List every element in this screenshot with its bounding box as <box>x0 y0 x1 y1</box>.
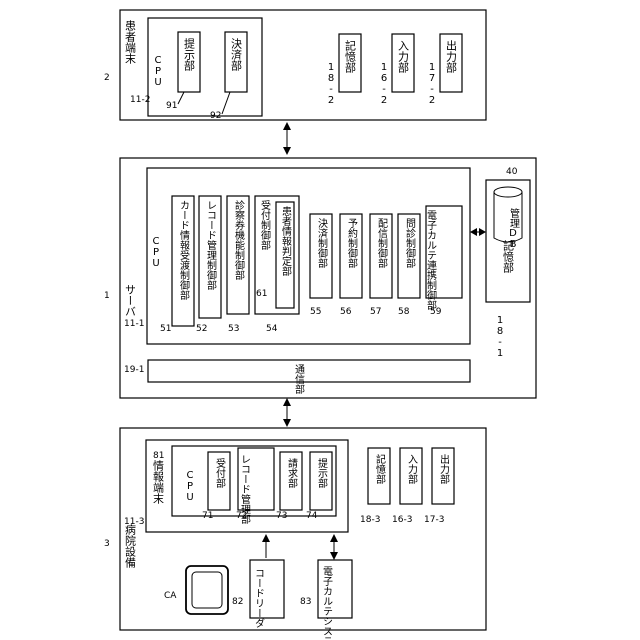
record-management-control-ref: 52 <box>196 324 207 334</box>
emr-system-label: 電子カルテシステム <box>321 566 333 640</box>
hospital-presentation-unit-label: 提示部 <box>316 458 328 489</box>
consultation-card-control-ref: 53 <box>228 324 239 334</box>
server-cpu-label: CPU <box>151 236 162 269</box>
patient-info-judgment-label: 患者情報判定部 <box>280 206 292 277</box>
reception-control-label: 受付制御部 <box>259 200 271 251</box>
server-cpu-ref: 11-1 <box>124 319 144 329</box>
hospital-output-ref: 17-3 <box>424 515 444 525</box>
server-comm-ref: 19-1 <box>124 365 144 375</box>
card-transfer-control-label: カード情報受渡制御部 <box>178 200 190 301</box>
distribution-control-label: 配信制御部 <box>376 218 388 269</box>
card-icon <box>186 566 228 614</box>
hospital-cpu-ref: 11-3 <box>124 517 144 527</box>
payment-unit-ref: 92 <box>210 111 221 121</box>
hospital-input-ref: 16-3 <box>392 515 412 525</box>
billing-unit-label: 請求部 <box>286 457 298 489</box>
server-storage-block: 記憶部 40 管理DB 18-1 <box>486 167 530 359</box>
hospital-memory-ref: 18-3 <box>360 515 380 525</box>
patient-memory-label: 記憶部 <box>344 39 357 73</box>
emr-link-control-label: 電子カルテ連携制御部 <box>425 210 437 311</box>
card-ref: CA <box>164 591 177 601</box>
patient-info-judgment-ref: 61 <box>256 289 267 299</box>
patient-input-label: 入力部 <box>397 40 410 73</box>
terminal-reader-link <box>262 534 270 558</box>
information-terminal-block: 情報端末 81 11-3 CPU 受付部 71 レコード管理部 72 請求部 7… <box>124 440 348 532</box>
patient-cpu-block: 11-2 CPU 提示部 91 決済部 92 <box>130 18 262 121</box>
payment-control-label: 決済制御部 <box>316 218 328 269</box>
card-transfer-control-ref: 51 <box>160 324 171 334</box>
patient-output-ref: 17-2 <box>427 62 438 106</box>
consultation-card-control-label: 診察券機能制御部 <box>233 199 245 281</box>
emr-link-control-ref: 59 <box>430 307 442 317</box>
hospital-presentation-unit-ref: 74 <box>306 511 318 521</box>
terminal-emr-link <box>330 534 338 560</box>
record-management-unit-ref: 72 <box>236 511 247 521</box>
server-title: サーバ <box>124 284 137 317</box>
hospital-memory-label: 記憶部 <box>374 453 386 485</box>
management-db-label: 管理DB <box>508 207 520 250</box>
record-management-control-label: レコード管理制御部 <box>205 200 217 291</box>
reservation-control-label: 予約制御部 <box>346 218 358 269</box>
management-db-ref: 40 <box>506 167 518 177</box>
reception-control-ref: 54 <box>266 324 278 334</box>
reception-unit-ref: 71 <box>202 511 213 521</box>
server-cpu-block: 11-1 CPU カード情報受渡制御部 51 レコード管理制御部 52 診察券機… <box>124 168 470 344</box>
patient-cpu-label: CPU <box>153 55 164 88</box>
information-terminal-ref: 81 <box>153 451 164 461</box>
payment-unit-label: 決済部 <box>230 38 243 71</box>
server-storage-ref: 18-1 <box>495 315 506 359</box>
hospital-ref: 3 <box>104 539 110 549</box>
patient-terminal-title: 患者端末 <box>124 20 137 65</box>
distribution-control-ref: 57 <box>370 307 381 317</box>
server-ref: 1 <box>104 291 110 301</box>
hospital-output-label: 出力部 <box>438 453 450 485</box>
presentation-unit-label: 提示部 <box>183 38 196 71</box>
emr-system-ref: 83 <box>300 597 311 607</box>
hospital-input-label: 入力部 <box>406 454 418 485</box>
server-hospital-link <box>283 398 291 427</box>
patient-server-link <box>283 122 291 155</box>
patient-terminal-ref: 2 <box>104 73 110 83</box>
patient-memory-ref: 18-2 <box>326 62 337 106</box>
server-block: 1 サーバ 11-1 CPU カード情報受渡制御部 51 レコード管理制御部 5… <box>104 158 536 398</box>
patient-output-label: 出力部 <box>445 39 458 73</box>
reservation-control-ref: 56 <box>340 307 352 317</box>
billing-unit-ref: 73 <box>276 511 287 521</box>
code-reader-ref: 82 <box>232 597 243 607</box>
information-terminal-title: 情報端末 <box>152 460 165 505</box>
server-comm-label: 通信部 <box>293 364 305 395</box>
payment-control-ref: 55 <box>310 307 321 317</box>
patient-input-ref: 16-2 <box>379 62 390 106</box>
hospital-block: 3 病院設備 情報端末 81 11-3 CPU 受付部 71 レコード管理部 7… <box>104 428 486 640</box>
reception-unit-label: 受付部 <box>214 458 226 489</box>
hospital-cpu-label: CPU <box>185 470 196 503</box>
cpu-storage-link <box>470 228 486 236</box>
interview-control-label: 問診制御部 <box>404 218 416 269</box>
patient-terminal-block: 2 患者端末 11-2 CPU 提示部 91 決済部 92 記憶部 18-2 入… <box>104 10 486 121</box>
patient-cpu-ref: 11-2 <box>130 95 150 105</box>
code-reader-label: コードリーダ <box>253 568 265 628</box>
hospital-title: 病院設備 <box>124 523 137 569</box>
interview-control-ref: 58 <box>398 307 410 317</box>
presentation-unit-ref: 91 <box>166 101 177 111</box>
